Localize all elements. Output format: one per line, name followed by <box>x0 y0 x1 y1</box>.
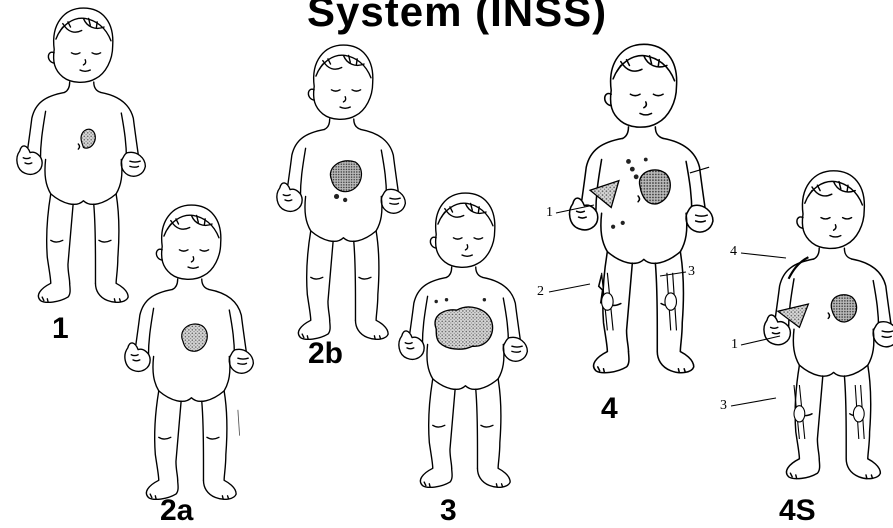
stage-label-4: 4 <box>601 392 618 426</box>
callout-4s-3: 3 <box>720 398 727 414</box>
callout-4-3: 3 <box>688 264 695 280</box>
callout-4-1: 1 <box>546 205 553 221</box>
infant-stage-2b <box>277 45 405 339</box>
stage-label-2a: 2a <box>160 494 193 528</box>
infant-stage-1 <box>17 8 145 302</box>
tumor-mass <box>639 170 670 204</box>
stage-label-2b: 2b <box>308 337 343 371</box>
stage-label-4s: 4S <box>779 494 816 528</box>
stage-label-3: 3 <box>440 494 457 528</box>
tumor-mass <box>831 295 856 322</box>
infant-stage-4 <box>570 44 713 372</box>
infant-stage-4s <box>764 171 893 479</box>
tumor-mass <box>182 324 208 351</box>
infant-stage-3 <box>399 193 527 487</box>
callout-4s-4: 4 <box>730 244 737 260</box>
infant-stage-2a <box>125 205 253 499</box>
callout-4-2: 2 <box>537 284 544 300</box>
stage-label-1: 1 <box>52 312 69 346</box>
callout-4s-1: 1 <box>731 337 738 353</box>
tumor-mass <box>330 161 361 192</box>
tumor-mass <box>435 307 493 349</box>
tumor-mass <box>81 129 95 148</box>
